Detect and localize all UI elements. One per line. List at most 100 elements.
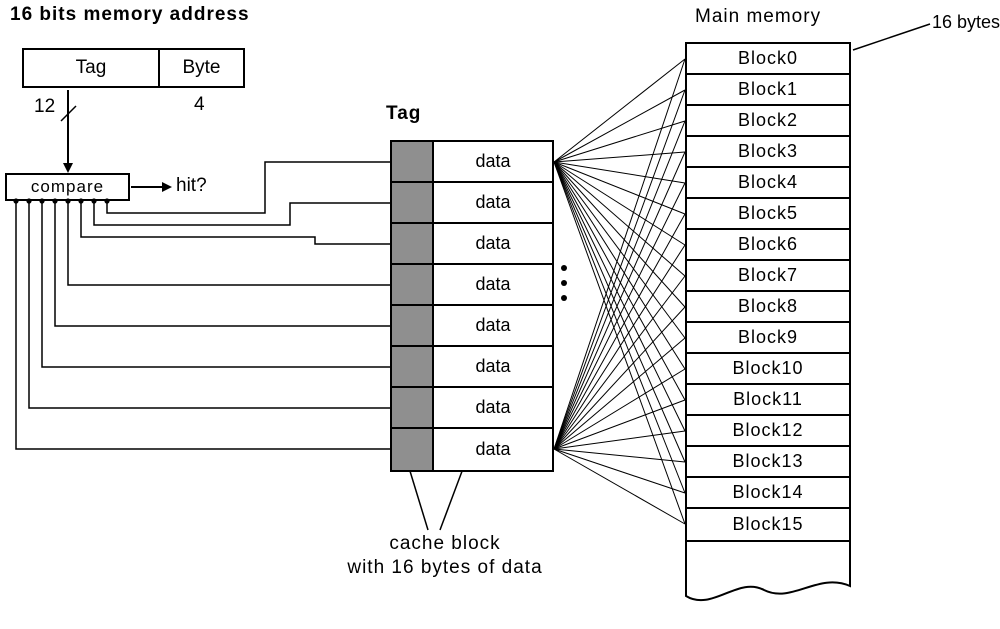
cache-tag-cell — [392, 429, 434, 470]
cache-data-cell: data — [475, 274, 511, 294]
wire — [553, 161, 686, 494]
address-title: 16 bits memory address — [10, 4, 250, 25]
fan-line-group — [553, 58, 686, 525]
byte-bits-label: 4 — [194, 94, 205, 115]
memory-block: Block9 — [687, 323, 849, 354]
memory-block: Block5 — [687, 199, 849, 230]
memory-block: Block3 — [687, 137, 849, 168]
wire — [553, 161, 686, 339]
tag-bits-label: 12 — [34, 96, 56, 117]
memory-block: Block6 — [687, 230, 849, 261]
wire — [553, 182, 686, 450]
wire — [553, 161, 686, 184]
cache-data-cell: data — [475, 356, 511, 376]
cache-tag-cell — [392, 306, 434, 345]
wire — [553, 89, 686, 163]
wire — [553, 448, 686, 463]
compare-to-hit-arrowhead — [162, 182, 172, 192]
cache-row: data — [392, 183, 552, 224]
cache-row: data — [392, 265, 552, 306]
wire — [553, 161, 686, 308]
cache-tag-cell — [392, 265, 434, 304]
cache-data-cell: data — [475, 439, 511, 459]
wire — [553, 275, 686, 450]
compare-box: compare — [5, 173, 130, 201]
wire — [553, 58, 686, 163]
wire — [106, 161, 390, 214]
wire — [553, 161, 686, 215]
cache-row: data — [392, 388, 552, 429]
cache-row: data — [392, 224, 552, 265]
wire — [80, 201, 390, 245]
wire — [553, 448, 686, 494]
wire — [553, 161, 686, 432]
tag-to-compare-arrowhead — [63, 163, 73, 173]
cache-tag-cell — [392, 224, 434, 263]
wire — [67, 201, 390, 286]
address-tag-field: Tag — [75, 57, 107, 78]
wire — [553, 120, 686, 163]
cache-data-cell: data — [475, 315, 511, 335]
cache-data-cell: data — [475, 397, 511, 417]
memory-block: Block0 — [687, 44, 849, 75]
wire — [553, 89, 686, 450]
cache-note: cache block with 16 bytes of data — [320, 532, 570, 580]
cache-table: data data data data data data data data — [390, 140, 554, 472]
wire — [553, 161, 686, 246]
compare-wire-group — [13, 161, 390, 450]
memory-block: Block12 — [687, 416, 849, 447]
wire — [553, 244, 686, 450]
memory-block: Block14 — [687, 478, 849, 509]
wire — [553, 306, 686, 450]
address-box: Tag Byte — [22, 48, 245, 88]
wire — [553, 161, 686, 277]
sixteen-bytes-pointer-line — [852, 23, 931, 51]
cache-row: data — [392, 142, 552, 183]
cache-tag-cell — [392, 183, 434, 222]
wire — [553, 161, 686, 370]
wire — [553, 430, 686, 450]
cache-tag-cell — [392, 142, 434, 181]
cache-data-cell: data — [475, 233, 511, 253]
wire — [28, 201, 390, 409]
wire — [15, 201, 390, 450]
wire — [41, 201, 390, 368]
memory-block: Block13 — [687, 447, 849, 478]
memory-block: Block1 — [687, 75, 849, 106]
wire — [553, 448, 686, 525]
cache-row: data — [392, 306, 552, 347]
wire — [553, 58, 686, 450]
wire — [553, 337, 686, 450]
memory-title: Main memory — [695, 6, 822, 27]
memory-block: Block8 — [687, 292, 849, 323]
memory-block: Block15 — [732, 514, 804, 534]
cache-row: data — [392, 429, 552, 470]
wire — [553, 151, 686, 163]
cache-data-cell: data — [475, 192, 511, 212]
memory-size-label: 16 bytes — [932, 12, 1000, 32]
wire — [553, 161, 686, 463]
ellipsis-dot — [561, 295, 567, 301]
address-byte-field: Byte — [158, 50, 243, 86]
wire — [553, 161, 686, 525]
memory-block: Block4 — [687, 168, 849, 199]
ellipsis-dot — [561, 280, 567, 286]
wire — [553, 161, 686, 401]
memory-block: Block2 — [687, 106, 849, 137]
ellipsis-dot — [561, 265, 567, 271]
wire — [553, 120, 686, 450]
cache-tag-header: Tag — [386, 103, 422, 124]
wire — [553, 368, 686, 450]
cache-note-line2: with 16 bytes of data — [347, 557, 543, 578]
wire — [553, 213, 686, 450]
memory-block: Block10 — [687, 354, 849, 385]
memory-block: Block7 — [687, 261, 849, 292]
hit-label: hit? — [176, 175, 207, 196]
wire — [553, 399, 686, 450]
memory-block: Block11 — [687, 385, 849, 416]
wire — [54, 201, 390, 327]
cache-data-cell: data — [475, 151, 511, 171]
